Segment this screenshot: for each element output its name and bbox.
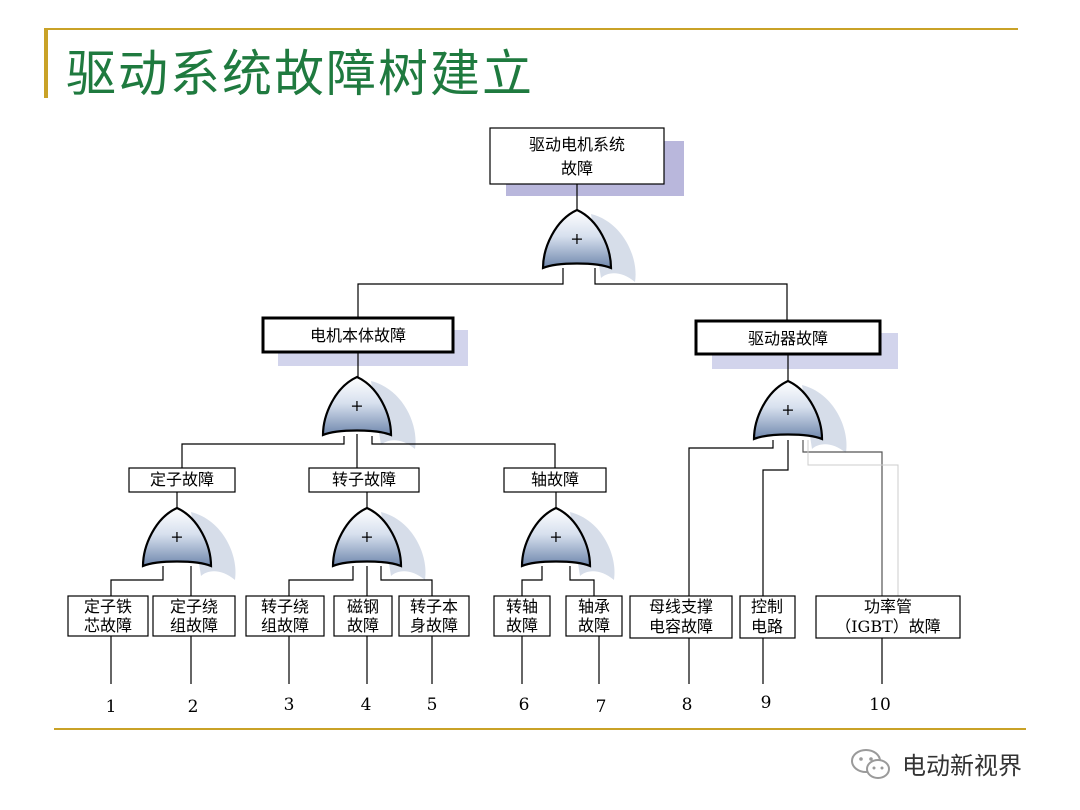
or-gate-rotor: + [331, 506, 426, 580]
basic-event-4: 磁钢 故障 [333, 595, 393, 637]
top-event-box [489, 127, 665, 185]
basic-event-5: 转子本 身故障 [398, 595, 470, 637]
svg-text:转子本: 转子本 [410, 597, 458, 616]
footer-rule [54, 728, 1026, 730]
svg-text:身故障: 身故障 [410, 616, 458, 635]
rotor-fault-label: 转子故障 [332, 470, 396, 489]
driver-fault-label: 驱动器故障 [748, 329, 828, 348]
svg-text:轴承: 轴承 [578, 597, 610, 616]
svg-text:母线支撑: 母线支撑 [649, 597, 713, 616]
event-number-4: 4 [361, 695, 372, 715]
svg-text:定子铁: 定子铁 [84, 597, 132, 616]
basic-event-8: 母线支撑 电容故障 [629, 595, 733, 639]
top-event-line-1: 驱动电机系统 [529, 135, 625, 154]
or-gate-driver: + [752, 379, 847, 453]
svg-text:（IGBT）故障: （IGBT）故障 [835, 617, 941, 636]
title-accent-bar [44, 28, 48, 98]
svg-text:+: + [350, 396, 363, 415]
event-number-7: 7 [596, 697, 607, 717]
basic-event-1: 定子铁 芯故障 [67, 595, 149, 637]
event-number-1: 1 [106, 697, 117, 717]
basic-event-3: 转子绕 组故障 [245, 595, 325, 637]
svg-text:转子绕: 转子绕 [261, 597, 309, 616]
svg-text:转轴: 转轴 [506, 597, 538, 616]
page-title: 驱动系统故障树建立 [66, 45, 534, 103]
or-gate-shaft: + [520, 506, 615, 580]
stator-fault-box [128, 467, 236, 493]
svg-text:磁钢: 磁钢 [347, 597, 379, 616]
svg-text:+: + [781, 400, 794, 419]
rotor-fault-box [308, 467, 420, 493]
svg-text:组故障: 组故障 [261, 616, 309, 635]
svg-text:+: + [570, 229, 583, 248]
svg-text:故障: 故障 [506, 616, 538, 635]
svg-text:芯故障: 芯故障 [84, 616, 132, 635]
title-top-rule [44, 28, 1018, 30]
shaft-fault-box [503, 467, 607, 493]
svg-text:电路: 电路 [751, 617, 783, 636]
svg-text:组故障: 组故障 [170, 616, 218, 635]
stator-fault-label: 定子故障 [150, 470, 214, 489]
event-number-10: 10 [869, 695, 891, 715]
svg-text:功率管: 功率管 [864, 597, 912, 616]
basic-event-10: 功率管 （IGBT）故障 [815, 595, 961, 639]
driver-fault-box [694, 319, 882, 356]
svg-text:故障: 故障 [347, 616, 379, 635]
basic-event-2: 定子绕 组故障 [152, 595, 236, 637]
motor-fault-label: 电机本体故障 [310, 326, 406, 345]
or-gate-stator: + [141, 506, 236, 580]
event-number-5: 5 [427, 695, 438, 715]
event-number-6: 6 [519, 695, 530, 715]
or-gate-motor: + [321, 375, 416, 449]
basic-event-6: 转轴 故障 [493, 595, 551, 637]
basic-event-9: 控制 电路 [739, 595, 796, 639]
or-gate-top: + [541, 208, 636, 282]
svg-text:+: + [549, 527, 562, 546]
event-number-8: 8 [682, 695, 693, 715]
wechat-icon [851, 748, 890, 779]
basic-event-7: 轴承 故障 [565, 595, 623, 637]
shaft-fault-label: 轴故障 [531, 470, 579, 489]
watermark-text: 电动新视界 [902, 752, 1022, 780]
svg-text:控制: 控制 [751, 597, 783, 616]
svg-text:定子绕: 定子绕 [170, 597, 218, 616]
event-number-9: 9 [761, 693, 772, 713]
event-number-2: 2 [188, 697, 199, 717]
watermark: 电动新视界 [850, 746, 1022, 781]
svg-text:故障: 故障 [578, 616, 610, 635]
event-number-3: 3 [284, 695, 295, 715]
svg-text:+: + [170, 527, 183, 546]
top-event-line-2: 故障 [561, 159, 593, 178]
svg-text:+: + [360, 527, 373, 546]
motor-fault-box [261, 316, 455, 354]
svg-text:电容故障: 电容故障 [649, 617, 713, 636]
